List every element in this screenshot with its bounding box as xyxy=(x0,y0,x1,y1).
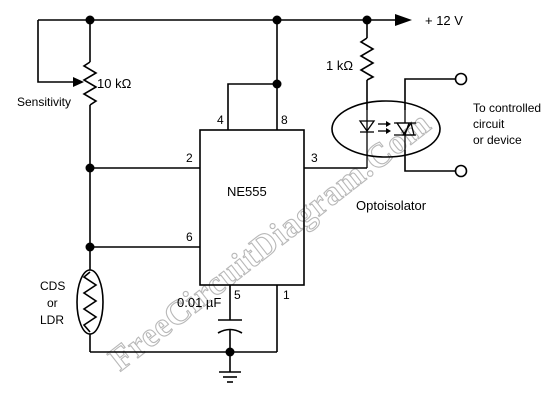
out-label-line2: circuit xyxy=(473,117,505,131)
pot-name-label: Sensitivity xyxy=(17,95,71,109)
out-label-line3: or device xyxy=(473,133,522,147)
potentiometer xyxy=(37,20,98,252)
opto-name-label: Optoisolator xyxy=(356,198,427,213)
ic-ne555 xyxy=(199,129,305,286)
pin-6-label: 6 xyxy=(186,230,193,244)
pot-value-label: 10 kΩ xyxy=(97,76,132,91)
pin-1-label: 1 xyxy=(283,288,290,302)
optoisolator xyxy=(331,100,441,168)
ldr-label-line3: LDR xyxy=(40,313,64,327)
terminal-top-icon xyxy=(454,72,468,86)
ldr-label-line1: CDS xyxy=(40,279,65,293)
supply-arrow-icon xyxy=(395,14,412,26)
pin-5-label: 5 xyxy=(234,288,241,302)
output-terminals xyxy=(404,72,468,178)
output-resistor xyxy=(359,20,375,110)
pin-2-label: 2 xyxy=(186,151,193,165)
supply-label: + 12 V xyxy=(425,13,463,28)
watermark: FreeCircuitDiagram.Com xyxy=(102,104,438,378)
pin-3-label: 3 xyxy=(311,151,318,165)
pin-4-label: 4 xyxy=(217,113,224,127)
ground-wiring xyxy=(90,285,278,383)
res-value-label: 1 kΩ xyxy=(326,58,353,73)
cap-value-label: 0.01 µF xyxy=(177,295,221,310)
terminal-bottom-icon xyxy=(454,164,468,178)
ldr-label-line2: or xyxy=(47,296,58,310)
pins-4-8-wiring xyxy=(227,20,282,130)
out-label-line1: To controlled xyxy=(473,101,541,115)
supply-rail xyxy=(38,14,412,26)
ldr xyxy=(76,247,104,352)
pin-8-label: 8 xyxy=(281,113,288,127)
ic-name-label: NE555 xyxy=(227,184,267,199)
